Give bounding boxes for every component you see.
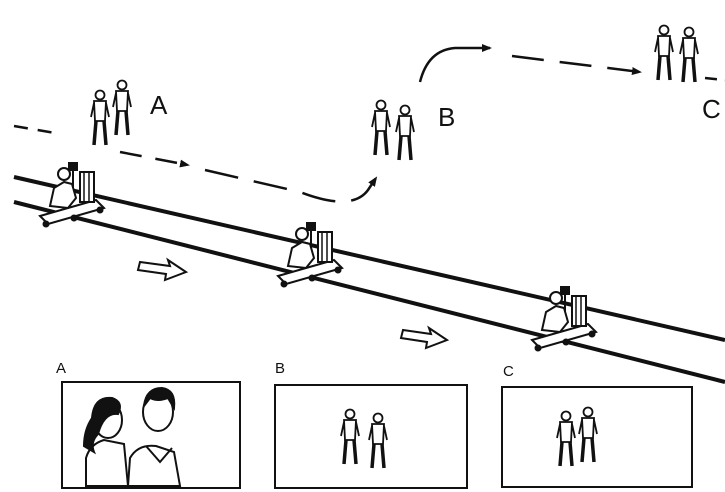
- frame-b-box: [274, 384, 468, 489]
- dolly-track: [13, 175, 725, 384]
- frame-label-b: B: [275, 360, 286, 377]
- camera-dolly: [531, 285, 597, 353]
- position-label-c: C: [702, 94, 721, 124]
- dolly-direction-arrow: [136, 257, 189, 282]
- frame-c-box: [501, 386, 693, 488]
- dolly-direction-arrow: [399, 325, 450, 350]
- subject-path: [13, 44, 725, 203]
- couple-position-c: [653, 23, 700, 84]
- position-label-b: B: [438, 102, 456, 132]
- frame-label-c: C: [503, 363, 514, 380]
- frame-a-closeup-couple: [82, 386, 182, 487]
- position-label-a: A: [150, 90, 168, 120]
- frame-label-a: A: [56, 360, 67, 377]
- camera-dolly: [39, 161, 105, 229]
- couple-position-a: [89, 78, 133, 147]
- couple-position-b: [370, 98, 416, 162]
- camera-dolly: [277, 221, 343, 289]
